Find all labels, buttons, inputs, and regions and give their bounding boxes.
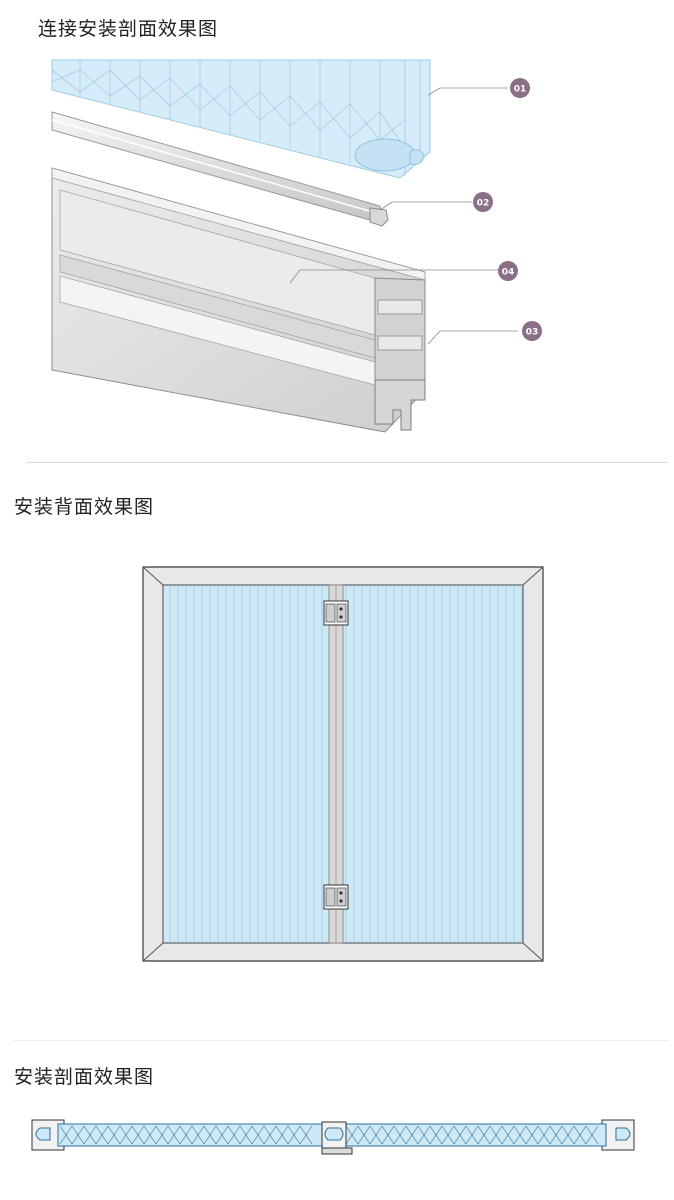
section-title-connection: 连接安装剖面效果图 (38, 18, 219, 40)
divider (14, 1040, 668, 1041)
section-title-cross-section: 安装剖面效果图 (14, 1066, 155, 1088)
center-connector (321, 1121, 353, 1155)
callout-04-label: 04 (502, 268, 515, 278)
callout-leaders (289, 87, 518, 345)
polycarbonate-sheet (51, 59, 431, 179)
callout-02-label: 02 (477, 199, 490, 209)
hinge-top (323, 600, 349, 626)
panel-internal-structure (59, 1125, 599, 1145)
back-view-illustration (142, 566, 544, 962)
clip-strip (51, 111, 389, 227)
callout-03-label: 03 (526, 328, 539, 338)
callout-01-label: 01 (514, 85, 527, 95)
section-title-back-view: 安装背面效果图 (14, 496, 155, 518)
aluminium-frame-profile (51, 167, 426, 433)
cross-section-illustration (31, 1119, 635, 1155)
panel-flutes (169, 585, 523, 943)
callout-01: 01 (510, 78, 530, 98)
callout-02: 02 (473, 192, 493, 212)
connection-exploded-illustration: 01 02 04 03 (51, 59, 542, 433)
divider (26, 462, 668, 463)
hinge-bottom (323, 884, 349, 910)
callout-03: 03 (522, 321, 542, 341)
callout-04: 04 (498, 261, 518, 281)
